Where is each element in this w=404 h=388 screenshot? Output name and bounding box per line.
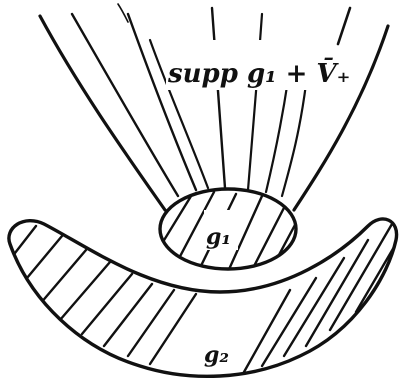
- lower-region-label: g₂: [204, 342, 229, 368]
- cone-ray: [338, 8, 350, 44]
- cone-ray: [212, 8, 225, 188]
- cone-ray: [118, 4, 128, 22]
- cone-left-boundary: [40, 16, 165, 210]
- upper-region-label: supp g₁ + V̄₊: [167, 57, 350, 89]
- cone-ray: [266, 80, 288, 192]
- ellipse-region-label: g₁: [206, 224, 231, 250]
- cone-rays: [72, 4, 350, 196]
